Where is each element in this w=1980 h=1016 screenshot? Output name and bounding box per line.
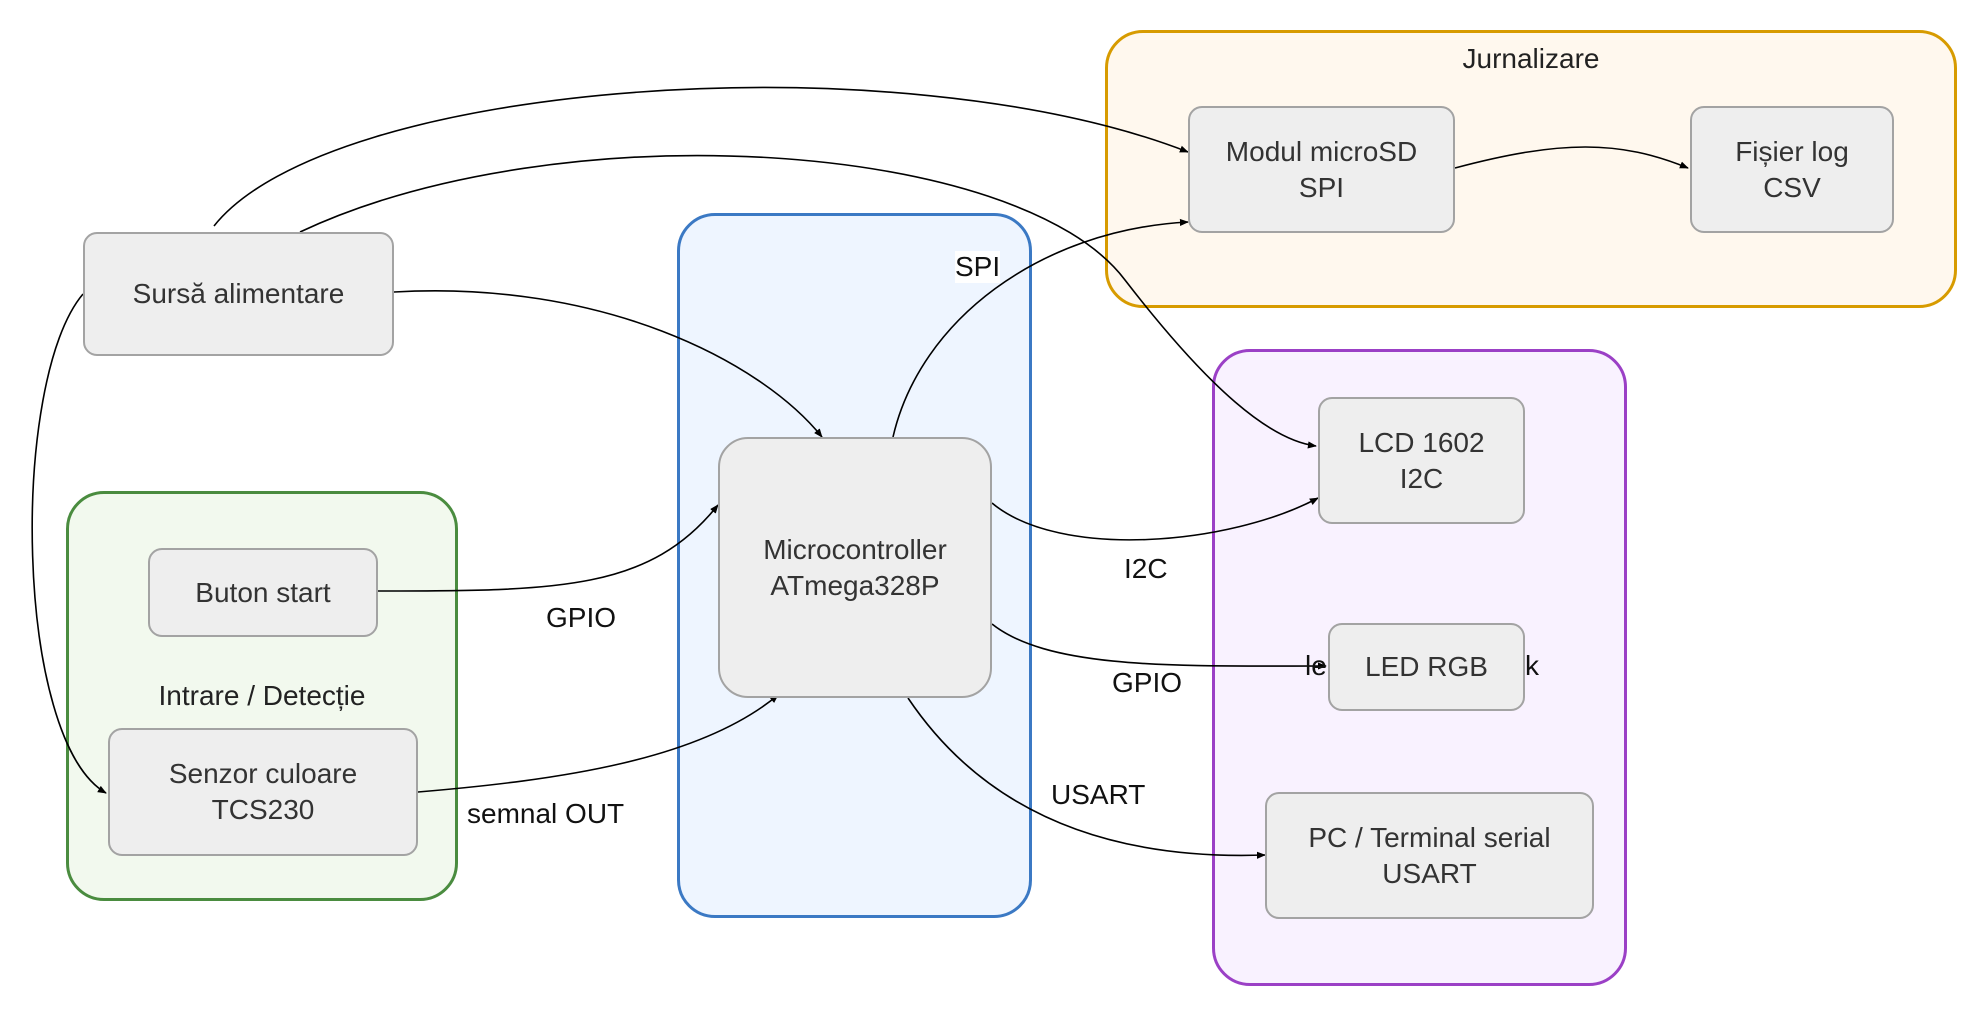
edge-mcu-lcd [991,497,1319,541]
node-power-supply-label: Sursă alimentare [132,278,345,309]
node-lcd-label: LCD 1602 [1358,426,1485,458]
edge-label-gpio-led: GPIO [1112,667,1183,699]
node-led-rgb[interactable]: LED RGB [1328,623,1525,711]
node-log-file-sublabel: CSV [1763,171,1821,203]
edge-mcu-pc [907,697,1266,859]
edge-mcu-led [991,623,1327,670]
edge-button-mcu [377,504,719,592]
node-microsd-sublabel: SPI [1298,171,1345,203]
edge-label-gpio-button: GPIO [546,602,617,634]
edge-microsd-logfile [1454,146,1689,169]
node-microsd-module[interactable]: Modul microSD SPI [1188,106,1455,233]
edge-sensor-mcu [417,694,779,793]
node-log-file[interactable]: Fișier log CSV [1690,106,1894,233]
group-logging-title: Jurnalizare [1462,43,1600,74]
edge-power-mcu [393,290,823,438]
edge-power-microsd [213,86,1189,227]
edge-label-led-left: le [1305,650,1327,681]
edge-label-spi: SPI [955,251,1001,283]
node-pc-terminal-sublabel: USART [1382,857,1477,889]
edge-label-led-right: k [1525,650,1539,681]
edge-mcu-microsd [892,218,1189,438]
edge-label-i2c: I2C [1124,553,1168,585]
node-microcontroller-sublabel: ATmega328P [770,569,940,601]
node-color-sensor-sublabel: TCS230 [211,794,315,825]
edge-label-sensor-out: semnal OUT [467,798,625,830]
node-power-supply[interactable]: Sursă alimentare [83,232,394,356]
node-color-sensor-label: Senzor culoare [168,758,358,789]
node-color-sensor[interactable]: Senzor culoare TCS230 [108,728,418,856]
node-pc-terminal[interactable]: PC / Terminal serial USART [1265,792,1594,919]
node-led-rgb-label: LED RGB [1365,651,1488,682]
edge-power-sensor [31,293,107,794]
node-lcd[interactable]: LCD 1602 I2C [1318,397,1525,524]
node-pc-terminal-label: PC / Terminal serial [1308,821,1551,853]
node-lcd-sublabel: I2C [1399,462,1444,494]
node-microcontroller-label: Microcontroller [763,533,947,565]
node-microsd-label: Modul microSD [1225,135,1418,167]
group-input-title: Intrare / Detecție [158,680,366,711]
node-start-button-label: Buton start [195,576,331,608]
edge-power-lcd [299,154,1317,449]
node-microcontroller[interactable]: Microcontroller ATmega328P [718,437,992,698]
edge-label-usart: USART [1051,779,1146,811]
node-log-file-label: Fișier log [1735,135,1849,167]
node-start-button[interactable]: Buton start [148,548,378,637]
